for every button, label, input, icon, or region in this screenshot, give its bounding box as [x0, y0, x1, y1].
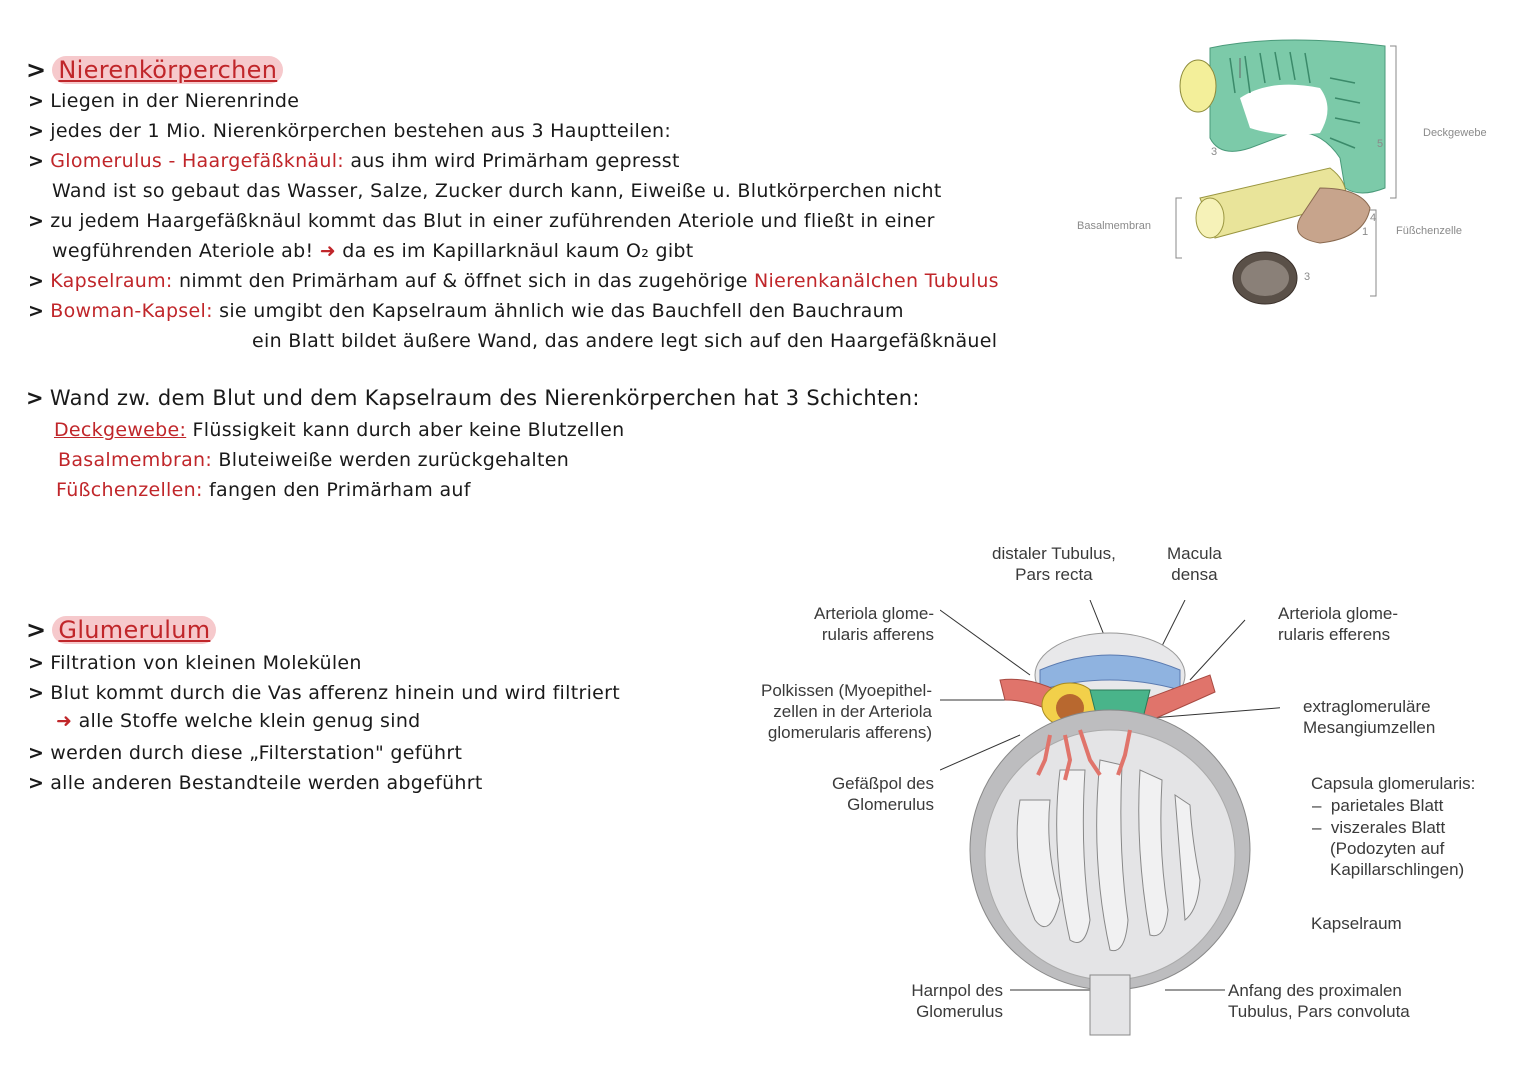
bullet-arrow-icon: > — [28, 150, 45, 172]
layer-line: Basalmembran: Bluteiweiße werden zurückg… — [58, 449, 569, 471]
label-macula-densa: Macula densa — [1167, 544, 1222, 584]
note-text: zu jedem Haargefäßknäul kommt das Blut i… — [50, 210, 935, 232]
note-text: werden durch diese „Filterstation" gefüh… — [50, 742, 463, 764]
layer-name: Füßchenzellen: — [56, 479, 203, 501]
note-line: >Liegen in der Nierenrinde — [28, 90, 299, 112]
right-arrow-icon: ➜ — [319, 240, 336, 262]
note-line: >werden durch diese „Filterstation" gefü… — [28, 742, 462, 764]
label-anfang-tubulus: Anfang des proximalen Tubulus, Pars conv… — [1228, 981, 1410, 1021]
note-line: ➜ alle Stoffe welche klein genug sind — [56, 710, 421, 732]
right-arrow-icon: ➜ — [56, 710, 73, 732]
note-text: Blut kommt durch die Vas afferenz hinein… — [50, 682, 621, 704]
layer-name: Deckgewebe: — [54, 419, 187, 441]
label-gefaesspol: Gefäßpol des Glomerulus — [831, 774, 934, 814]
layer-name: Basalmembran: — [58, 449, 213, 471]
figure-number: 3 — [1211, 146, 1218, 158]
note-text: Wand ist so gebaut das Wasser, Salze, Zu… — [52, 180, 942, 202]
bullet-arrow-icon: > — [26, 616, 47, 644]
term-bowman: Bowman-Kapsel: — [50, 300, 213, 322]
section3-heading: Glumerulum — [52, 616, 217, 644]
bullet-arrow-icon: > — [26, 56, 47, 84]
bullet-arrow-icon: > — [28, 742, 45, 764]
note-line: >Kapselraum: nimmt den Primärham auf & ö… — [28, 270, 999, 292]
label-mesangium: extraglomeruläre Mesangiumzellen — [1303, 697, 1436, 737]
note-text: ein Blatt bildet äußere Wand, das andere… — [252, 330, 998, 352]
label-afferens: Arteriola glome- rularis afferens — [814, 604, 934, 644]
label-polkissen: Polkissen (Myoepithel- zellen in der Art… — [760, 681, 932, 742]
note-line: >Blut kommt durch die Vas afferenz hinei… — [28, 682, 620, 704]
layer-text: Flüssigkeit kann durch aber keine Blutze… — [192, 419, 625, 441]
layer-text: fangen den Primärham auf — [209, 479, 471, 501]
note-line: >zu jedem Haargefäßknäul kommt das Blut … — [28, 210, 935, 232]
note-text: jedes der 1 Mio. Nierenkörperchen besteh… — [50, 120, 672, 142]
layer-text: Bluteiweiße werden zurückgehalten — [218, 449, 570, 471]
bullet-arrow-icon: > — [28, 120, 45, 142]
term-glomerulus: Glomerulus - Haargefäßknäul: — [50, 150, 344, 172]
bullet-arrow-icon: > — [28, 772, 45, 794]
label-fusschenzelle: Füßchenzelle — [1396, 225, 1463, 237]
note-line: >Filtration von kleinen Molekülen — [28, 652, 362, 674]
section1-heading: Nierenkörperchen — [52, 56, 284, 84]
bullet-arrow-icon: > — [28, 210, 45, 232]
section2-heading: Wand zw. dem Blut und dem Kapselraum des… — [49, 386, 920, 410]
label-efferens: Arteriola glome- rularis efferens — [1278, 604, 1398, 644]
note-line: Wand ist so gebaut das Wasser, Salze, Zu… — [52, 180, 942, 202]
figure-number: 3 — [1304, 271, 1311, 283]
term-kapselraum: Kapselraum: — [50, 270, 173, 292]
note-text: aus ihm wird Primärham gepresst — [350, 150, 680, 172]
note-line: wegführenden Ateriole ab! ➜ da es im Kap… — [52, 240, 694, 262]
label-harnpol: Harnpol des Glomerulus — [911, 981, 1003, 1021]
section1-heading-row: >Nierenkörperchen — [26, 56, 284, 84]
note-line: >Glomerulus - Haargefäßknäul: aus ihm wi… — [28, 150, 680, 172]
bullet-arrow-icon: > — [28, 90, 45, 112]
note-text: wegführenden Ateriole ab! — [52, 240, 314, 262]
figure-number: 1 — [1362, 226, 1369, 238]
bullet-arrow-icon: > — [28, 270, 45, 292]
section3-heading-row: >Glumerulum — [26, 616, 217, 644]
filtration-barrier-figure — [1175, 39, 1397, 305]
note-text: alle anderen Bestandteile werden abgefüh… — [50, 772, 483, 794]
note-text: nimmt den Primärham auf & öffnet sich in… — [178, 270, 748, 292]
bullet-arrow-icon: > — [26, 386, 44, 410]
note-text: Filtration von kleinen Molekülen — [50, 652, 362, 674]
label-basalmembran: Basalmembran — [1077, 220, 1151, 232]
bullet-arrow-icon: > — [28, 652, 45, 674]
label-distaler-tubulus: distaler Tubulus, Pars recta — [992, 544, 1116, 584]
bullet-arrow-icon: > — [28, 300, 45, 322]
label-kapselraum: Kapselraum — [1311, 914, 1402, 933]
figure-number: 5 — [1377, 138, 1384, 150]
note-text: alle Stoffe welche klein genug sind — [78, 710, 421, 732]
note-line: >Bowman-Kapsel: sie umgibt den Kapselrau… — [28, 300, 904, 322]
label-capsula-item: – viszerales Blatt — [1312, 818, 1446, 837]
term-tubulus: Nierenkanälchen Tubulus — [754, 270, 999, 292]
figure-number: 4 — [1370, 212, 1377, 224]
label-podozyten: (Podozyten auf Kapillarschlingen) — [1330, 839, 1465, 879]
layer-line: Deckgewebe: Flüssigkeit kann durch aber … — [54, 419, 624, 441]
note-line: ein Blatt bildet äußere Wand, das andere… — [252, 330, 997, 352]
label-deckgewebe: Deckgewebe — [1423, 127, 1487, 139]
note-text: sie umgibt den Kapselraum ähnlich wie da… — [219, 300, 904, 322]
section2-heading-row: >Wand zw. dem Blut und dem Kapselraum de… — [26, 386, 920, 410]
label-capsula: Capsula glomerularis: — [1311, 774, 1476, 793]
layer-line: Füßchenzellen: fangen den Primärham auf — [56, 479, 471, 501]
note-text: Liegen in der Nierenrinde — [50, 90, 300, 112]
label-capsula-item: – parietales Blatt — [1312, 796, 1444, 815]
bullet-arrow-icon: > — [28, 682, 45, 704]
note-text: da es im Kapillarknäul kaum O₂ gibt — [342, 240, 694, 262]
note-line: >alle anderen Bestandteile werden abgefü… — [28, 772, 483, 794]
note-line: >jedes der 1 Mio. Nierenkörperchen beste… — [28, 120, 671, 142]
glomerulus-figure — [940, 600, 1280, 1036]
